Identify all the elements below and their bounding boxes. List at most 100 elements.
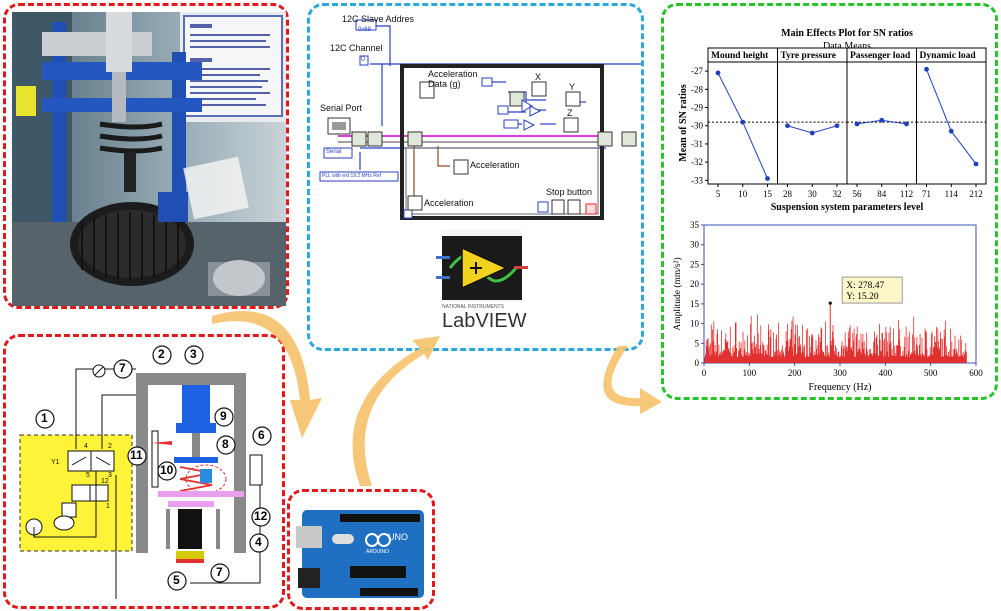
labview-block-diagram [319,19,641,302]
pll-reference-control[interactable]: PLL with ext 19.2 MHz Ref [322,173,382,179]
slave-address-label: 12C Slave Addres [342,14,415,24]
sn-panel-title-0: Mound height [711,51,769,61]
component-number-12: 12 [254,509,268,523]
component-number-6: 6 [258,428,265,442]
fft-x-tick-label-2: 200 [788,368,802,378]
valve-label-y1: Y1 [51,459,60,466]
ni-logo-text: NATIONAL INSTRUMENTS [442,304,504,310]
fft-plot-frame [703,224,977,364]
valve-port-12: 12 [101,478,109,485]
z-axis-indicator-label: Z [567,108,573,118]
sn-x-tick-label-0-0: 5 [716,189,721,199]
test-rig-photo-panel [3,3,289,309]
fft-annotation-y: Y: 15.20 [846,292,879,302]
sn-x-tick-label-2-2: 112 [900,189,913,199]
fft-x-tick-label-3: 300 [833,368,847,378]
serial-port-label: Serial Port [320,103,363,113]
sn-point-0-2 [765,176,770,181]
component-number-8: 8 [222,437,229,451]
sn-panel-title-3: Dynamic load [920,51,977,61]
test-rig-schematic [19,345,272,599]
sn-point-0-1 [740,119,746,125]
arduino-brand-label: ARDUINO [366,549,390,555]
x-axis-indicator-label: X [535,72,542,82]
fft-peak-marker [828,301,832,305]
fft-annotation-box [841,276,903,304]
serial-port-control[interactable]: Serial [326,149,342,155]
sn-point-2-1 [879,117,885,123]
acceleration-data-label: Acceleration Data (g) [428,69,478,89]
sn-y-tick-label-4: -31 [691,139,703,149]
sn-y-tick-label-1: -28 [691,84,703,94]
fft-x-tick-label-5: 500 [924,368,938,378]
sn-y-tick-label-6: -33 [691,175,703,185]
fft-y-tick-label-3: 15 [690,299,700,309]
fft-spectrum-series [704,314,967,363]
sn-y-tick-label-0: -27 [691,66,703,76]
sn-y-tick-label-2: -29 [691,103,703,113]
fft-y-tick-label-0: 0 [695,358,700,368]
fft-annotation-x: X: 278.47 [846,281,884,291]
fft-y-tick-label-2: 10 [690,319,700,329]
sn-chart-ylabel: Mean of SN ratios [678,84,689,162]
acceleration-indicator-label-1: Acceleration [470,160,520,170]
sn-chart-title: Main Effects Plot for SN ratios [781,28,913,39]
channel-control[interactable]: 0 [361,56,365,63]
fft-x-tick-label-4: 400 [879,368,893,378]
sn-x-tick-label-0-1: 10 [738,189,748,199]
channel-label: 12C Channel [330,43,383,53]
sn-x-tick-label-1-1: 30 [808,189,818,199]
sn-point-2-2 [904,121,909,127]
fft-x-tick-label-0: 0 [702,368,707,378]
sn-point-1-2 [834,123,840,129]
labview-logo-text: LabVIEW [442,310,527,332]
arduino-model-label: UNO [388,532,408,542]
fft-x-tick-label-1: 100 [743,368,757,378]
sn-x-tick-label-2-1: 84 [877,189,887,199]
sn-point-1-1 [809,130,815,136]
sn-panel-title-2: Passenger load [850,51,911,61]
sn-panel-title-1: Tyre pressure [781,51,837,61]
sn-y-tick-label-5: -32 [691,157,703,167]
sn-point-3-1 [948,128,954,134]
sn-x-tick-label-0-2: 15 [763,189,773,199]
sn-point-0-0 [715,70,721,76]
component-number-3: 3 [190,347,197,361]
acceleration-indicator-label-2: Acceleration [424,198,474,208]
arrow-labview-to-plots [603,346,662,414]
schematic-panel: 1 2 3 4 5 6 7 7 8 9 10 11 12 Y1 4 2 5 3 … [3,334,285,609]
valve-port-3: 3 [108,472,112,479]
sn-x-tick-label-1-0: 28 [783,189,793,199]
component-number-11: 11 [130,448,143,462]
sn-x-tick-label-2-0: 56 [853,189,863,199]
fft-y-tick-label-6: 30 [690,240,700,250]
test-rig-photo [12,12,286,306]
sn-point-3-0 [924,66,929,72]
component-number-5: 5 [173,573,180,587]
labview-panel: 12C Slave Addres 0x68 12C Channel 0 Seri… [307,3,644,351]
test-rig-photo-drawing [12,12,286,306]
fft-y-tick-label-1: 5 [695,338,700,348]
valve-port-5: 5 [86,472,90,479]
component-number-10: 10 [160,463,174,477]
arrow-arduino-to-labview [352,336,440,486]
sn-chart-subtitle: Data Means [823,41,871,52]
sn-x-tick-label-1-2: 32 [833,189,842,199]
component-number-7-top: 7 [119,361,126,375]
fft-ylabel: Amplitude (mm/s²) [672,257,683,330]
stop-button-label: Stop button [546,187,593,197]
valve-port-4: 4 [84,443,88,450]
slave-address-control[interactable]: 0x68 [358,27,372,33]
y-axis-indicator-label: Y [569,82,576,92]
sn-point-3-2 [973,161,979,167]
sn-panel-frame-1 [777,61,848,185]
valve-port-2: 2 [108,443,112,450]
sn-chart-xlabel: Suspension system parameters level [771,202,924,213]
fft-y-tick-label-4: 20 [690,279,700,289]
sn-x-tick-label-3-1: 114 [945,189,959,199]
sn-x-tick-label-3-2: 212 [969,189,983,199]
fft-y-tick-label-7: 35 [690,220,700,230]
component-number-2: 2 [158,347,165,361]
